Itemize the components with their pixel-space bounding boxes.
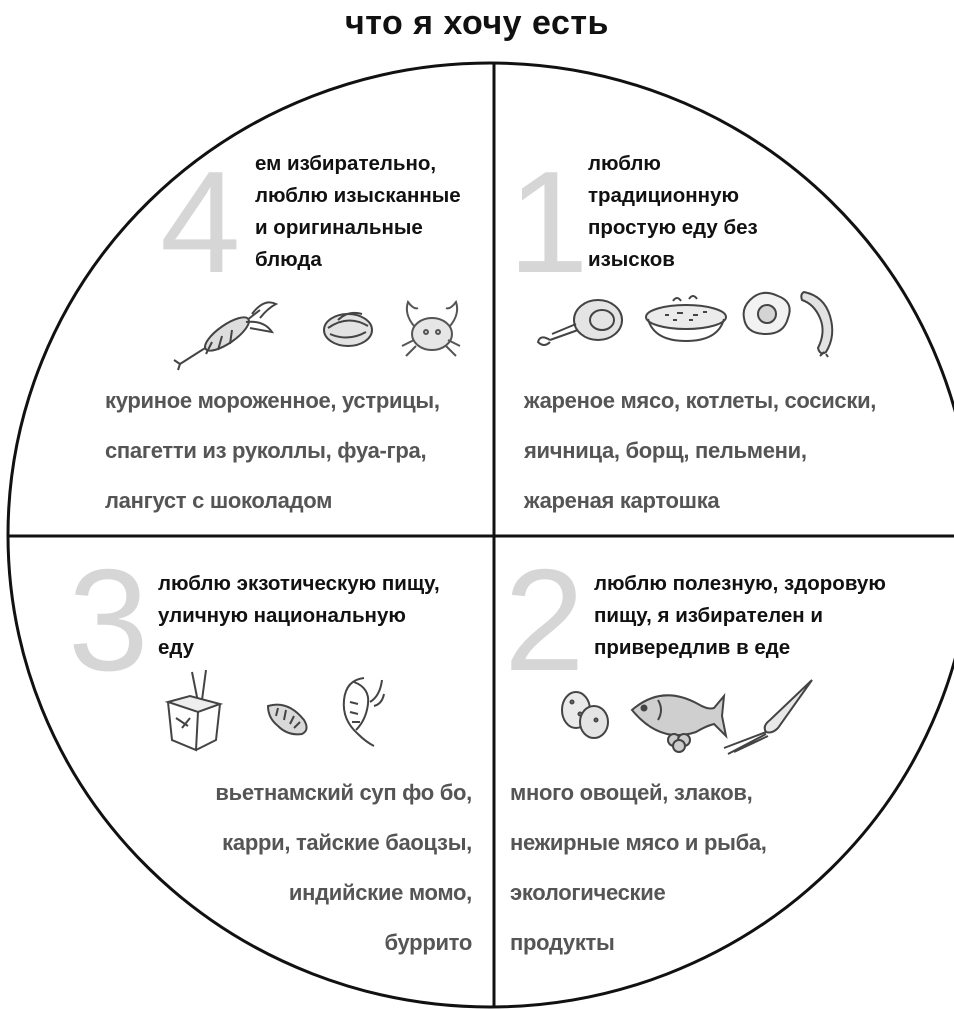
food-line: жареное мясо, котлеты, сосиски, — [524, 388, 877, 413]
quadrant-4-foods: куриное мороженное, устрицы, спагетти из… — [105, 376, 440, 526]
potatoes-icon — [556, 686, 612, 744]
quadrant-3-description: люблю экзотическую пищу, уличную национа… — [158, 572, 440, 659]
noodle-box-icon — [162, 668, 226, 754]
quadrant-3-number: 3 — [68, 539, 149, 701]
quadrant-2-number: 2 — [504, 539, 585, 701]
food-line: продукты — [510, 930, 615, 955]
quadrant-1-number: 1 — [508, 141, 589, 303]
shrimp-icon — [330, 672, 386, 752]
fried-egg-icon — [740, 288, 794, 340]
sausage-icon — [794, 286, 846, 358]
food-line: нежирные мясо и рыба, — [510, 830, 767, 855]
quadrant-1-foods: жареное мясо, котлеты, сосиски, яичница,… — [524, 376, 876, 526]
quadrant-4-description: ем избирательно, люблю изысканные и ориг… — [255, 152, 461, 271]
oyster-icon — [318, 300, 378, 352]
frying-pan-icon — [643, 293, 729, 345]
lobster-icon — [172, 292, 282, 372]
broccoli-icon — [664, 730, 694, 756]
food-line: буррито — [384, 930, 473, 955]
quadrant-1-description: люблю традиционную простую еду без изыск… — [588, 152, 758, 271]
ham-leg-icon — [536, 294, 628, 354]
quadrant-3-foods: вьетнамский суп фо бо, карри, тайские ба… — [150, 768, 472, 968]
carrot-icon — [720, 676, 816, 756]
food-line: карри, тайские баоцзы, — [222, 830, 472, 855]
food-line: много овощей, злаков, — [510, 780, 753, 805]
quadrant-2-foods: много овощей, злаков, нежирные мясо и ры… — [510, 768, 767, 968]
quadrant-4-number: 4 — [160, 141, 241, 303]
diagram-title: что я хочу есть — [345, 4, 609, 42]
food-line: вьетнамский суп фо бо, — [215, 780, 472, 805]
quadrant-2-description: люблю полезную, здоровую пищу, я избират… — [594, 572, 886, 659]
food-line: лангуст с шоколадом — [105, 488, 333, 513]
food-line: спагетти из руколлы, фуа-гра, — [105, 438, 427, 463]
food-line: яичница, борщ, пельмени, — [524, 438, 807, 463]
larva-icon — [264, 696, 312, 740]
food-line: куриное мороженное, устрицы, — [105, 388, 440, 413]
food-line: экологические — [510, 880, 666, 905]
food-line: жареная картошка — [524, 488, 720, 513]
food-line: индийские момо, — [288, 880, 472, 905]
crab-icon — [396, 296, 468, 364]
